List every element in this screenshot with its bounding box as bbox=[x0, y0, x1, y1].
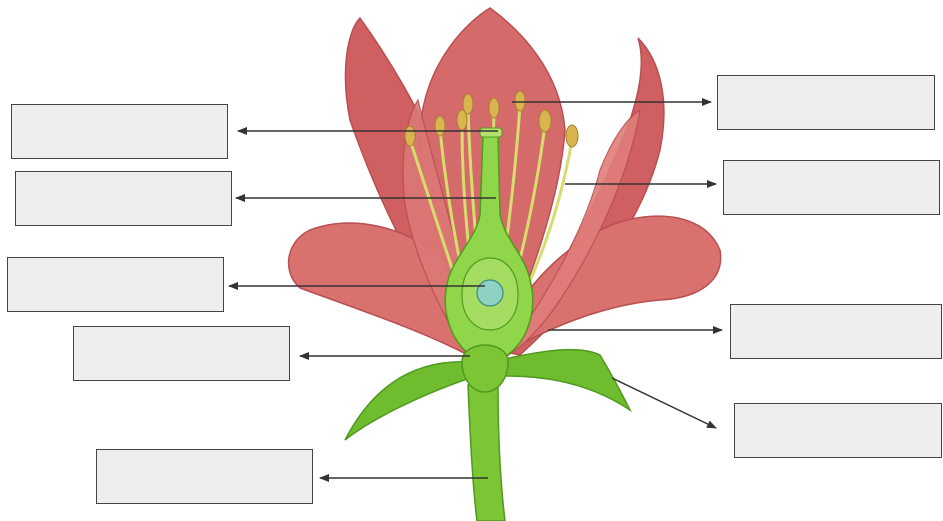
stigma bbox=[480, 128, 502, 137]
ovule bbox=[477, 280, 503, 306]
label-box-filament[interactable] bbox=[723, 160, 940, 215]
sepal-left bbox=[345, 362, 470, 440]
label-box-ovule[interactable] bbox=[7, 257, 224, 312]
label-box-anther[interactable] bbox=[11, 104, 228, 159]
sepal-right bbox=[500, 350, 630, 410]
label-box-stem[interactable] bbox=[96, 449, 313, 504]
label-box-receptacle[interactable] bbox=[73, 326, 290, 381]
label-box-style[interactable] bbox=[15, 171, 232, 226]
stem bbox=[468, 385, 505, 521]
label-box-sepal[interactable] bbox=[734, 403, 942, 458]
label-box-stigma[interactable] bbox=[717, 75, 935, 130]
arrow-r4 bbox=[612, 378, 716, 428]
label-box-petal[interactable] bbox=[730, 304, 942, 359]
